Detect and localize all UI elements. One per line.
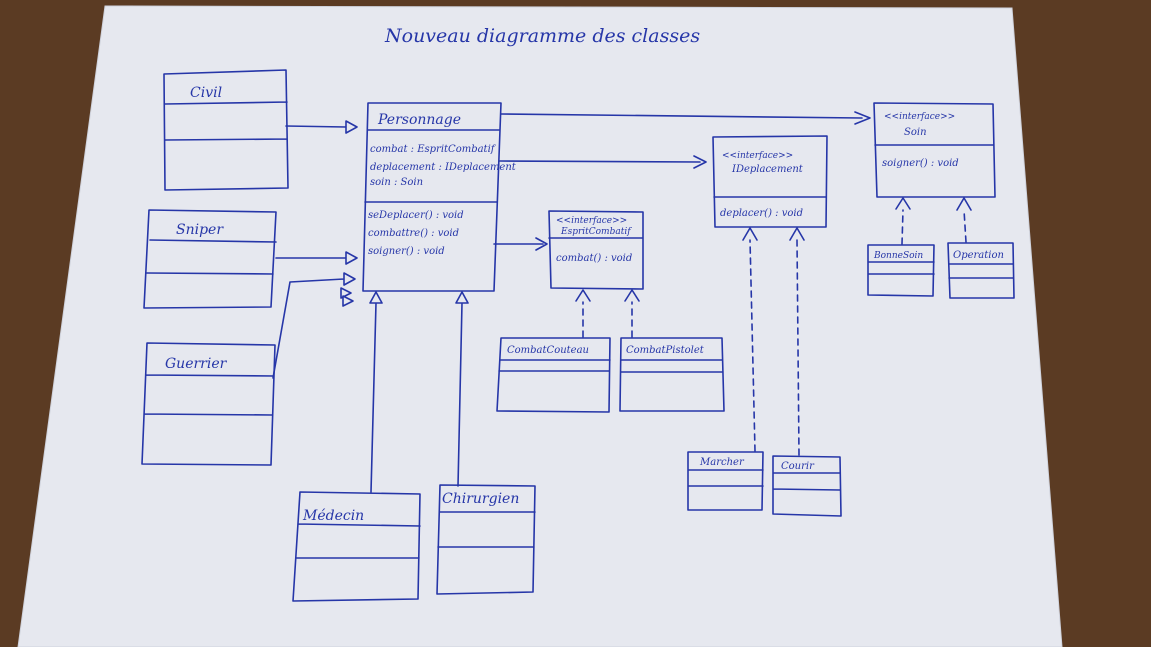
personnage-to-esprit-combatif-association xyxy=(493,237,548,251)
courir-realization-head xyxy=(789,227,805,241)
class-courir: Courir xyxy=(772,455,842,517)
sniper-to-personnage-arrow xyxy=(275,251,358,265)
operation-realization-line xyxy=(963,209,967,243)
ideplacement-name: IDeplacement xyxy=(731,164,804,175)
class-guerrier-name: Guerrier xyxy=(165,356,228,372)
personnage-attribute-deplacement: deplacement : IDeplacement xyxy=(370,162,517,173)
esprit-combatif-name: EspritCombatif xyxy=(560,227,632,237)
interface-soin: <<interface>> Soin soigner() : void xyxy=(873,102,996,198)
interface-ideplacement: <<interface>> IDeplacement deplacer() : … xyxy=(712,135,828,228)
civil-to-personnage-arrow xyxy=(285,120,358,134)
class-operation: Operation xyxy=(947,242,1015,299)
class-combat-couteau-name: CombatCouteau xyxy=(507,345,589,356)
guerrier-to-personnage-arrow xyxy=(272,272,356,379)
class-operation-name: Operation xyxy=(953,250,1004,261)
esprit-combatif-stereotype: <<interface>> xyxy=(556,216,627,226)
interface-esprit-combatif: <<interface>> EspritCombatif combat() : … xyxy=(548,210,644,290)
class-personnage-name: Personnage xyxy=(377,112,461,128)
class-combat-pistolet: CombatPistolet xyxy=(619,337,725,412)
paper-sheet xyxy=(17,5,1063,647)
class-guerrier: Guerrier xyxy=(141,342,276,466)
personnage-method-combattre: combattre() : void xyxy=(368,228,459,239)
class-combat-pistolet-name: CombatPistolet xyxy=(626,345,705,356)
bonne-soin-realization-line xyxy=(901,209,904,245)
class-chirurgien-name: Chirurgien xyxy=(442,491,519,507)
medecin-to-personnage-arrow xyxy=(369,291,383,493)
bonne-soin-realization-head xyxy=(895,197,911,210)
soin-name: Soin xyxy=(904,127,927,138)
class-bonne-soin: BonneSoin xyxy=(867,244,935,297)
personnage-method-sedeplacer: seDeplacer() : void xyxy=(368,210,464,221)
class-marcher-name: Marcher xyxy=(699,457,745,468)
class-civil: Civil xyxy=(163,69,289,191)
ideplacement-stereotype: <<interface>> xyxy=(722,151,793,161)
personnage-to-soin-association xyxy=(500,111,871,125)
personnage-method-soigner: soigner() : void xyxy=(368,246,445,257)
marcher-realization-line xyxy=(749,239,756,452)
class-marcher: Marcher xyxy=(687,451,764,511)
class-personnage: Personnage combat : EspritCombatif depla… xyxy=(362,102,517,292)
soin-method: soigner() : void xyxy=(882,158,959,169)
class-civil-name: Civil xyxy=(190,85,222,101)
class-courir-name: Courir xyxy=(781,461,815,472)
operation-realization-head xyxy=(956,197,972,211)
personnage-to-ideplacement-association xyxy=(499,155,707,169)
courir-realization-line xyxy=(796,239,800,456)
personnage-attribute-combat: combat : EspritCombatif xyxy=(370,144,497,155)
extra-generalization-heads xyxy=(340,287,354,307)
esprit-combatif-method: combat() : void xyxy=(556,253,632,264)
class-chirurgien: Chirurgien xyxy=(436,484,536,595)
ideplacement-method: deplacer() : void xyxy=(720,208,803,219)
class-bonne-soin-name: BonneSoin xyxy=(873,251,923,261)
chirurgien-to-personnage-arrow xyxy=(455,291,469,487)
class-combat-couteau: CombatCouteau xyxy=(496,337,611,413)
combat-couteau-realization-head xyxy=(575,289,591,302)
relations xyxy=(272,111,972,493)
diagram-title: Nouveau diagramme des classes xyxy=(384,25,700,47)
class-sniper: Sniper xyxy=(143,209,277,309)
marcher-realization-head xyxy=(742,227,758,241)
class-sniper-name: Sniper xyxy=(176,222,224,238)
combat-pistolet-realization-head xyxy=(624,289,640,302)
class-medecin-name: Médecin xyxy=(302,508,364,524)
soin-stereotype: <<interface>> xyxy=(884,112,955,122)
class-medecin: Médecin xyxy=(292,491,421,602)
personnage-attribute-soin: soin : Soin xyxy=(370,177,423,188)
